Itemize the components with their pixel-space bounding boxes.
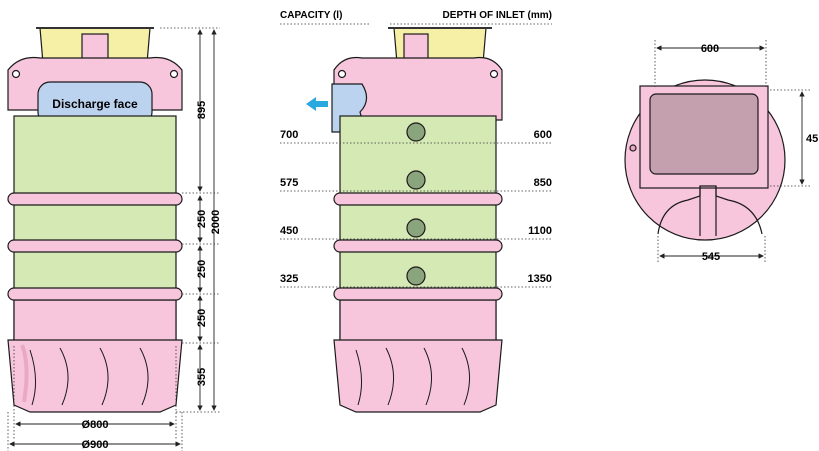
left-dimensions (7, 27, 220, 451)
depth-header: DEPTH OF INLET (mm) (443, 10, 552, 21)
dim-355: 355 (196, 368, 208, 386)
middle-tank (331, 27, 503, 413)
discharge-face-label: Discharge face (52, 97, 138, 111)
dim-600: 600 (701, 43, 719, 55)
dim-2000: 2000 (210, 210, 222, 234)
capacity-value: 700 (280, 129, 298, 141)
capacity-header: CAPACITY (l) (280, 10, 342, 21)
capacity-value: 450 (280, 225, 298, 237)
left-tank (7, 27, 183, 413)
depth-value: 850 (534, 177, 552, 189)
flow-arrow-icon (306, 97, 328, 111)
inlet-marker (406, 122, 426, 142)
depth-value: 600 (534, 129, 552, 141)
dim-250-b: 250 (196, 260, 208, 278)
depth-value: 1100 (528, 225, 552, 237)
dim-250-c: 250 (196, 309, 208, 327)
dim-545: 545 (702, 251, 720, 263)
depth-value: 1350 (528, 273, 552, 285)
dim-895: 895 (196, 101, 208, 119)
capacity-value: 575 (280, 177, 298, 189)
dim-d900: Ø900 (82, 439, 109, 451)
inlet-marker (406, 266, 426, 286)
dim-d800: Ø800 (82, 419, 109, 431)
dim-45: 45 (806, 133, 818, 145)
middle-guides (280, 23, 552, 288)
inlet-marker (406, 170, 426, 190)
lid-opening (649, 93, 759, 175)
dim-250-a: 250 (196, 210, 208, 228)
capacity-value: 325 (280, 273, 298, 285)
top-view (624, 79, 786, 241)
top-dimensions (654, 40, 812, 262)
inlet-marker (406, 218, 426, 238)
